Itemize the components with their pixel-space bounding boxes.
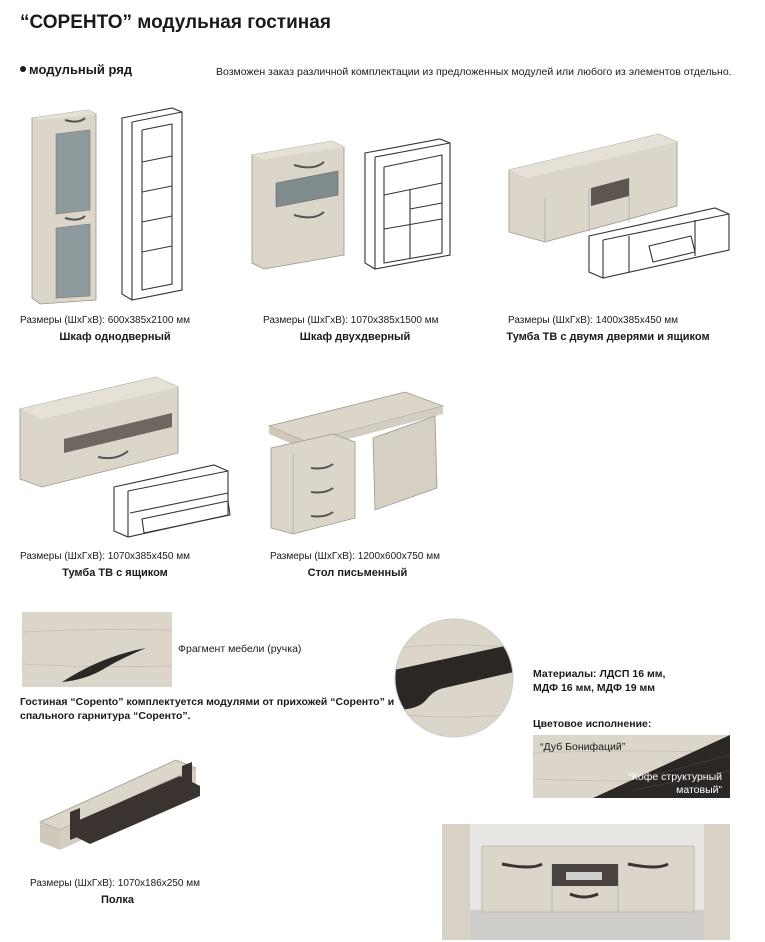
name-shelf: Полка xyxy=(101,894,134,906)
fragment-caption: Фрагмент мебели (ручка) xyxy=(178,643,302,655)
wardrobe-single-door-image xyxy=(31,107,183,305)
color-name-coffee-line2: матовый” xyxy=(676,784,722,796)
tv-stand-two-doors-image xyxy=(508,133,730,279)
name-desk: Стол письменный xyxy=(307,567,408,579)
name-wardrobe-two: Шкаф двухдверный xyxy=(299,331,411,343)
dims-shelf: Размеры (ШхГхВ): 1070х186х250 мм xyxy=(30,878,200,889)
dims-tv-stand-drawer: Размеры (ШхГхВ): 1070х385х450 мм xyxy=(20,551,190,562)
handle-fragment-image xyxy=(21,612,173,687)
bullet-icon xyxy=(20,66,26,72)
order-note: Возможен заказ различной комплектации из… xyxy=(216,66,732,78)
fragment-text-line2: спального гарнитура “Соренто”. xyxy=(20,710,191,722)
interior-photo-image xyxy=(442,824,730,940)
tv-stand-drawer-image xyxy=(19,376,231,538)
wardrobe-two-door-image xyxy=(251,138,451,270)
fragment-text-line1: Гостиная “Сорento” комплектуется модулям… xyxy=(20,696,395,708)
shelf-image xyxy=(38,759,200,850)
section-label-text: модульный ряд xyxy=(29,62,133,77)
materials-line1: Материалы: ЛДСП 16 мм, xyxy=(533,668,666,680)
name-tv-stand-drawer: Тумба ТВ с ящиком xyxy=(62,567,168,579)
section-label: модульный ряд xyxy=(20,62,132,77)
color-swatch-image xyxy=(532,735,731,798)
page-title: “СОРЕНТО” модульная гостиная xyxy=(20,12,331,33)
dims-tv-stand-two-doors: Размеры (ШхГхВ): 1400х385х450 мм xyxy=(508,315,678,326)
name-wardrobe-single: Шкаф однодверный xyxy=(59,331,171,343)
materials-line2: МДФ 16 мм, МДФ 19 мм xyxy=(533,682,656,694)
dims-wardrobe-two: Размеры (ШхГхВ): 1070х385х1500 мм xyxy=(263,315,439,326)
color-name-coffee-line1: “Кофе структурный xyxy=(628,771,722,783)
name-tv-stand-two-doors: Тумба ТВ с двумя дверями и ящиком xyxy=(506,331,710,343)
writing-desk-image xyxy=(267,391,445,535)
handle-detail-circle-image xyxy=(394,618,514,738)
color-name-oak: “Дуб Бонифаций” xyxy=(540,741,626,753)
dims-wardrobe-single: Размеры (ШхГхВ): 600х385х2100 мм xyxy=(20,315,190,326)
dims-desk: Размеры (ШхГхВ): 1200х600х750 мм xyxy=(270,551,440,562)
color-heading: Цветовое исполнение: xyxy=(533,718,652,730)
